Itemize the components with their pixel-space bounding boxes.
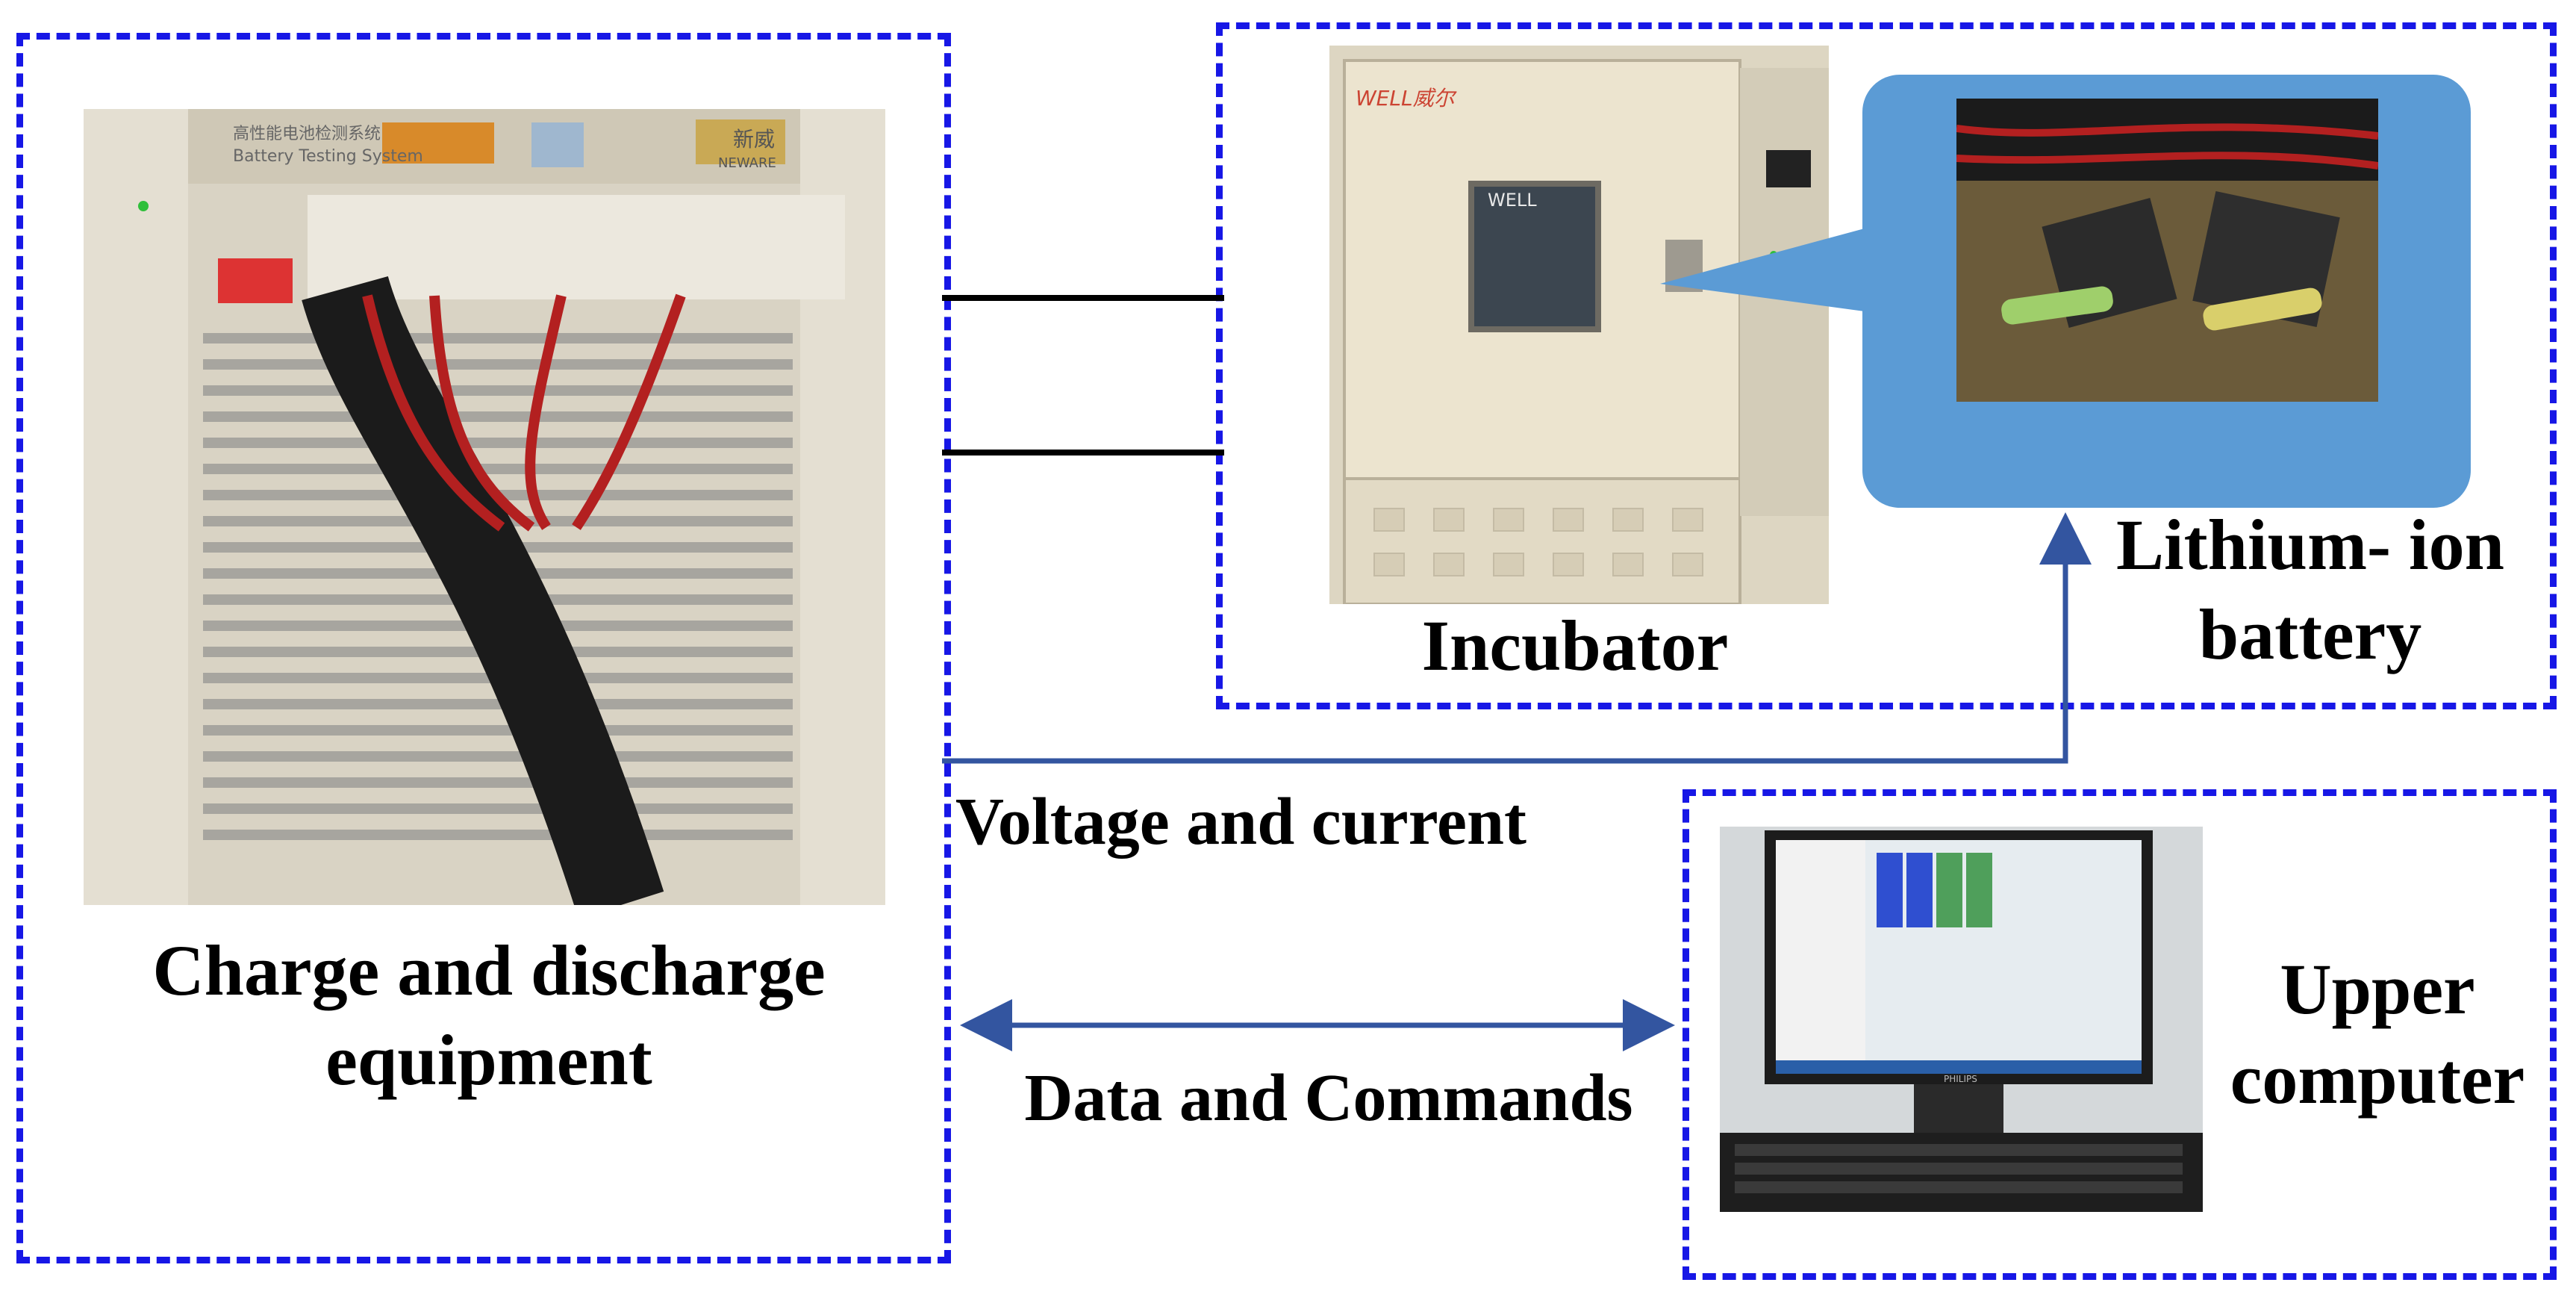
equipment-title-en: Battery Testing System — [233, 147, 423, 166]
incubator-label: Incubator — [1421, 606, 1729, 685]
voltage-current-arrow — [942, 512, 2092, 764]
charge-equipment-group — [16, 33, 951, 1263]
voltage-current-label: Voltage and current — [955, 785, 1526, 859]
upper-computer-photo: PHILIPS — [1720, 827, 2203, 1212]
charge-equipment-photo: 高性能电池检测系统 Battery Testing System 新威 NEWA… — [84, 109, 885, 905]
data-commands-label: Data and Commands — [1024, 1061, 1633, 1135]
incubator-window-brand: WELL — [1488, 190, 1537, 211]
upper-computer-label: Upper computer — [2230, 949, 2525, 1119]
battery-photo — [1956, 99, 2378, 402]
upper-computer-group — [1682, 789, 2557, 1280]
charge-equipment-label: Charge and discharge equipment — [152, 930, 826, 1100]
equipment-brand-en: NEWARE — [718, 155, 776, 171]
callout-pointer — [1660, 224, 1881, 314]
incubator-group — [1216, 22, 2557, 709]
equipment-brand-cn: 新威 — [733, 127, 775, 152]
incubator-photo: WELL威尔 WELL — [1329, 46, 1829, 604]
incubator-logo: WELL威尔 — [1356, 86, 1458, 111]
monitor-brand: PHILIPS — [1944, 1074, 1977, 1084]
equipment-title-cn: 高性能电池检测系统 — [233, 125, 381, 143]
battery-label: Lithium- ion battery — [2115, 505, 2505, 674]
